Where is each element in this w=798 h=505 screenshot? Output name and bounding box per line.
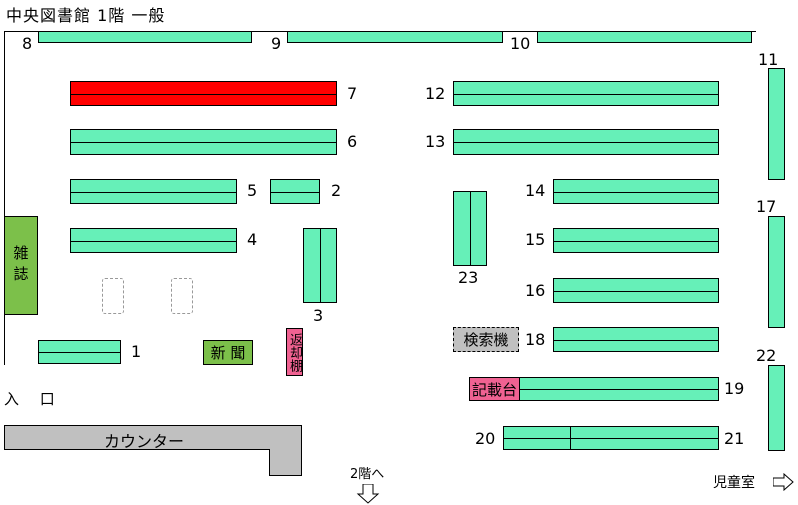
shelf-number-12: 12 xyxy=(425,84,446,103)
shelf-number-10: 10 xyxy=(510,34,531,53)
shelf-20-21[interactable] xyxy=(503,426,719,450)
counter[interactable]: カウンター xyxy=(4,425,302,476)
shelf-number-6: 6 xyxy=(347,132,358,151)
shelf-8[interactable] xyxy=(38,31,252,43)
counter-top xyxy=(4,425,302,450)
seat-dashed-2 xyxy=(171,278,193,314)
shelf-20-21-divider-v xyxy=(570,427,571,449)
shelf-number-2: 2 xyxy=(331,181,342,200)
arrow-down-icon[interactable] xyxy=(356,484,380,504)
shelf-number-1: 1 xyxy=(131,342,142,361)
shelf-19[interactable] xyxy=(519,377,719,401)
shelf-2[interactable] xyxy=(270,179,320,204)
shelf-15[interactable] xyxy=(553,228,719,253)
entrance-label: 入 口 xyxy=(4,390,63,408)
shelf-3[interactable] xyxy=(303,228,337,303)
shelf-14[interactable] xyxy=(553,179,719,204)
shelf-22[interactable] xyxy=(768,365,785,451)
shelf-number-11: 11 xyxy=(758,50,779,69)
shelf-number-22: 22 xyxy=(756,346,777,365)
shelf-16[interactable] xyxy=(553,278,719,303)
shelf-7-highlighted[interactable] xyxy=(70,81,337,106)
shelf-5[interactable] xyxy=(70,179,237,204)
shelf-17[interactable] xyxy=(768,216,785,328)
shelf-number-9: 9 xyxy=(271,34,282,53)
to-second-floor-label: 2階へ xyxy=(350,467,385,482)
shelf-6[interactable] xyxy=(70,129,337,155)
wall-left xyxy=(4,31,5,365)
shelf-number-20: 20 xyxy=(475,429,496,448)
shelf-1[interactable] xyxy=(38,340,121,364)
shelf-number-15: 15 xyxy=(525,230,546,249)
shelf-18[interactable] xyxy=(553,327,719,352)
shelf-10[interactable] xyxy=(537,31,752,43)
search-terminal[interactable]: 検索機 xyxy=(453,327,519,352)
shelf-number-16: 16 xyxy=(525,281,546,300)
shelf-23[interactable] xyxy=(453,191,487,266)
shelf-20-21-divider-h xyxy=(504,438,718,439)
shelf-number-13: 13 xyxy=(425,132,446,151)
writing-desk[interactable]: 記載台 xyxy=(469,377,520,401)
shelf-number-21: 21 xyxy=(724,429,745,448)
shelf-number-4: 4 xyxy=(247,230,258,249)
shelf-12[interactable] xyxy=(453,81,719,106)
shelf-13[interactable] xyxy=(453,129,719,155)
seat-dashed-1 xyxy=(102,278,124,314)
shelf-4[interactable] xyxy=(70,228,237,253)
counter-side xyxy=(269,449,302,476)
shelf-number-23: 23 xyxy=(458,268,479,287)
magazine-area[interactable]: 雑誌 xyxy=(4,216,38,315)
newspaper-area[interactable]: 新 聞 xyxy=(203,340,253,365)
shelf-number-3: 3 xyxy=(313,306,324,325)
shelf-number-19: 19 xyxy=(724,379,745,398)
shelf-9[interactable] xyxy=(287,31,503,43)
shelf-number-5: 5 xyxy=(247,181,258,200)
shelf-11[interactable] xyxy=(768,68,785,180)
page-title: 中央図書館 1階 一般 xyxy=(6,6,166,25)
childrens-room-label: 児童室 xyxy=(713,475,755,491)
shelf-number-7: 7 xyxy=(347,84,358,103)
shelf-number-14: 14 xyxy=(525,181,546,200)
shelf-number-18: 18 xyxy=(525,330,546,349)
arrow-right-icon[interactable] xyxy=(773,473,795,491)
return-shelf[interactable]: 返却棚 xyxy=(286,328,303,376)
shelf-number-17: 17 xyxy=(756,197,777,216)
shelf-number-8: 8 xyxy=(22,34,33,53)
counter-label: カウンター xyxy=(104,432,185,451)
